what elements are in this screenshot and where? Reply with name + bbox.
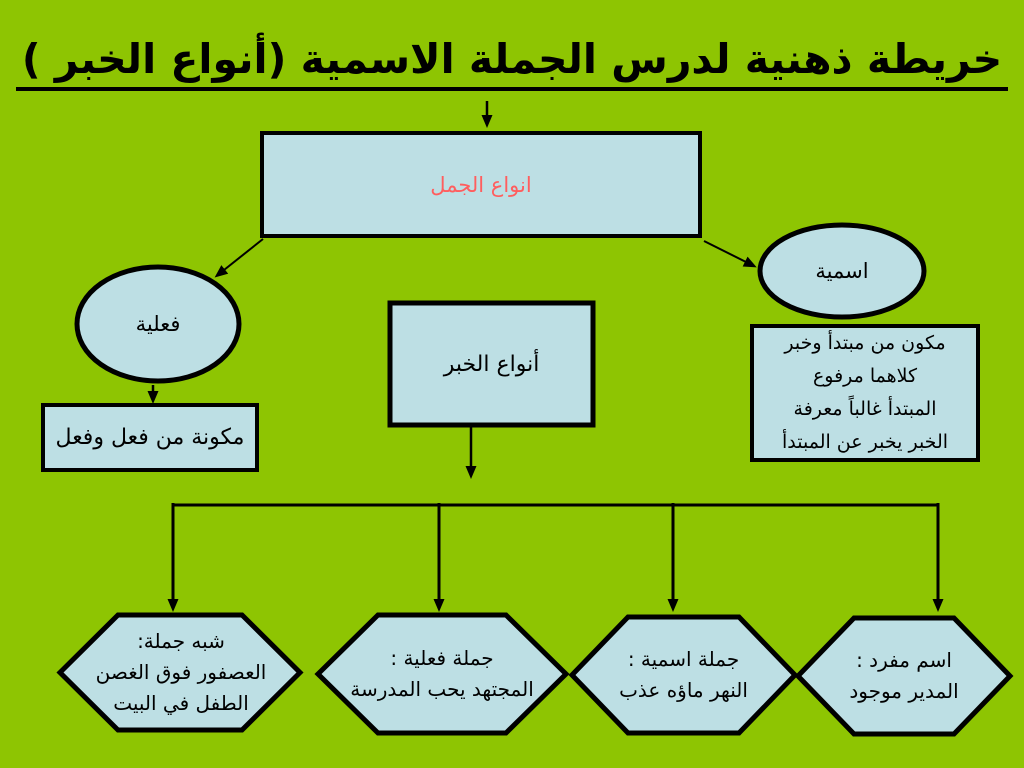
arrow-root-to-nominal — [703, 240, 757, 268]
nominal-ellipse — [757, 222, 927, 320]
verbal-detail-rect — [41, 403, 259, 472]
hexagon-phrase — [56, 612, 304, 733]
hexagon-single-noun — [794, 615, 1014, 737]
hexagon-verbal-sentence — [314, 612, 570, 736]
arrow-root-to-verbal — [214, 238, 264, 278]
predicate-types-rect — [387, 300, 596, 428]
slide-title-wrap: خريطة ذهنية لدرس الجملة الاسمية (أنواع ا… — [0, 34, 1024, 92]
root-node-rect — [260, 131, 702, 238]
verbal-ellipse — [74, 264, 242, 384]
hexagon-nominal-sentence — [568, 614, 799, 736]
slide-title: خريطة ذهنية لدرس الجملة الاسمية (أنواع ا… — [15, 34, 1009, 92]
nominal-detail-rect — [750, 324, 980, 462]
